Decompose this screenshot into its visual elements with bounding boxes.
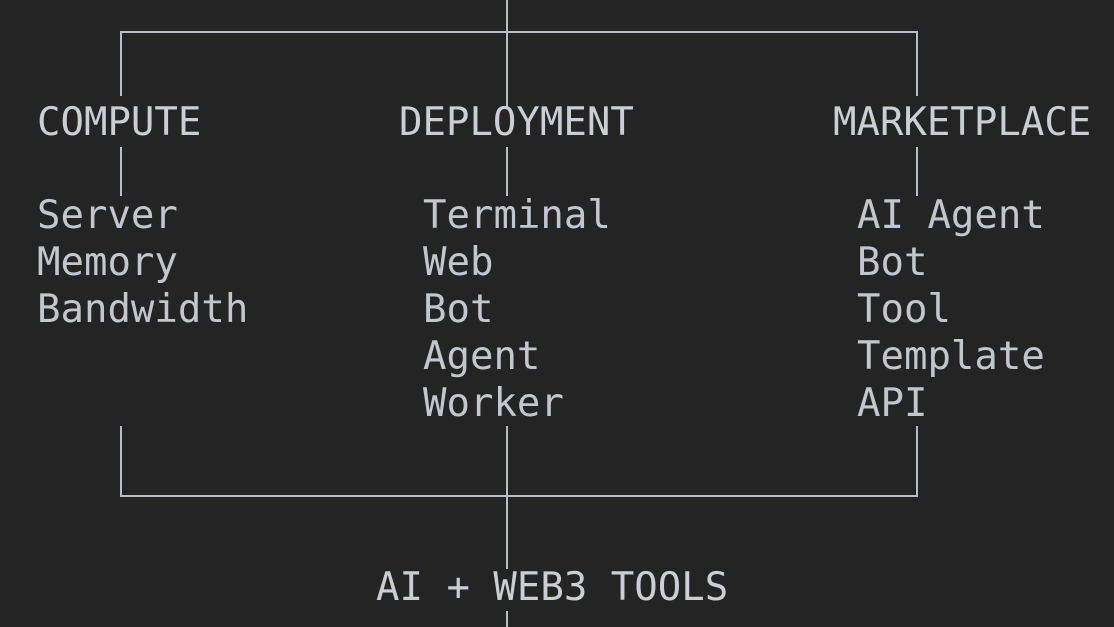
list-item-bot: Bot bbox=[857, 240, 928, 285]
list-item-memory: Memory bbox=[37, 240, 178, 285]
list-item-api: API bbox=[857, 381, 928, 426]
list-item-tool: Tool bbox=[857, 287, 951, 332]
list-item-template: Template bbox=[857, 334, 1045, 379]
list-item-terminal: Terminal bbox=[423, 193, 611, 238]
list-item-web: Web bbox=[423, 240, 494, 285]
list-item-bot: Bot bbox=[423, 287, 494, 332]
list-item-worker: Worker bbox=[423, 381, 564, 426]
list-item-server: Server bbox=[37, 193, 178, 238]
compute-items: Server Memory Bandwidth bbox=[37, 192, 248, 333]
deployment-heading: DEPLOYMENT bbox=[399, 100, 634, 145]
list-item-ai-agent: AI Agent bbox=[857, 193, 1045, 238]
deployment-items: Terminal Web Bot Agent Worker bbox=[423, 192, 611, 427]
footer-label: AI + WEB3 TOOLS bbox=[376, 565, 729, 610]
compute-heading: COMPUTE bbox=[37, 100, 202, 145]
list-item-bandwidth: Bandwidth bbox=[37, 287, 249, 332]
list-item-agent: Agent bbox=[423, 334, 541, 379]
marketplace-items: AI Agent Bot Tool Template API bbox=[857, 192, 1045, 427]
marketplace-heading: MARKETPLACE bbox=[833, 100, 1092, 145]
